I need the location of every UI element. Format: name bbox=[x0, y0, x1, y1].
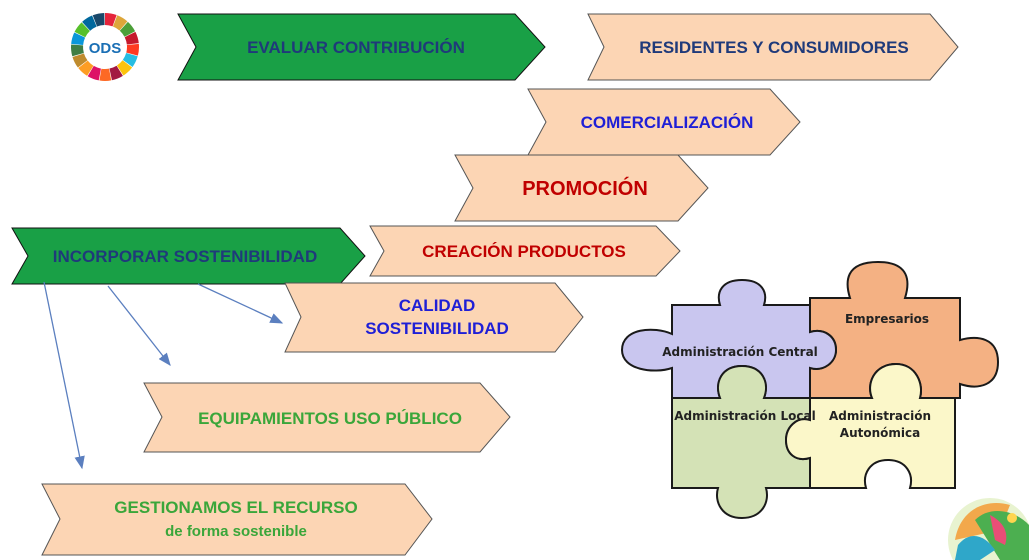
ods-segment bbox=[122, 53, 138, 67]
puzzle-autonomica-label-line1: Administración bbox=[829, 409, 931, 423]
decorative-emblem bbox=[948, 498, 1029, 560]
ods-segment bbox=[99, 68, 112, 81]
ods-logo-label: ODS bbox=[89, 40, 122, 57]
creacion-label: CREACIÓN PRODUCTOS bbox=[422, 242, 626, 261]
puzzle-piece-autonomica bbox=[784, 362, 956, 489]
connector-to-gestionamos bbox=[43, 281, 85, 470]
calidad-label-line1: CALIDAD bbox=[399, 296, 476, 315]
ods-segment bbox=[78, 60, 94, 76]
connector-to-equipamientos bbox=[107, 285, 171, 367]
ods-segment bbox=[71, 32, 86, 45]
promocion-label: PROMOCIÓN bbox=[522, 176, 648, 200]
ods-segment bbox=[87, 65, 101, 81]
puzzle-empresarios-label: Empresarios bbox=[845, 312, 929, 326]
puzzle-autonomica-label-line2: Autonómica bbox=[840, 426, 920, 440]
puzzle-central-label: Administración Central bbox=[662, 345, 818, 359]
incorporar-arrow: INCORPORAR SOSTENIBILIDAD bbox=[11, 227, 366, 285]
residentes-label: RESIDENTES Y CONSUMIDORES bbox=[639, 38, 909, 57]
ods-segment bbox=[71, 44, 84, 57]
ods-segment bbox=[82, 15, 97, 31]
ods-segment bbox=[116, 60, 133, 76]
incorporar-label: INCORPORAR SOSTENIBILIDAD bbox=[53, 247, 317, 266]
comercializacion-arrow: COMERCIALIZACIÓN bbox=[527, 88, 801, 156]
ods-segment bbox=[105, 13, 117, 27]
equipamientos-arrow: EQUIPAMIENTOS USO PÚBLICO bbox=[143, 382, 511, 453]
connector-to-calidad bbox=[197, 283, 284, 324]
ods-segment bbox=[112, 15, 128, 31]
comercializacion-label: COMERCIALIZACIÓN bbox=[581, 113, 754, 132]
ods-segment bbox=[109, 65, 123, 81]
evaluar-label: EVALUAR CONTRIBUCIÓN bbox=[247, 38, 465, 57]
gestionamos-label-line1: GESTIONAMOS EL RECURSO bbox=[114, 498, 357, 517]
evaluar-arrow: EVALUAR CONTRIBUCIÓN bbox=[177, 13, 546, 81]
gestionamos-label-line2: de forma sostenible bbox=[165, 523, 307, 540]
calidad-label-line2: SOSTENIBILIDAD bbox=[365, 319, 509, 338]
equipamientos-label: EQUIPAMIENTOS USO PÚBLICO bbox=[198, 409, 462, 428]
calidad-arrow: CALIDAD SOSTENIBILIDAD bbox=[284, 282, 584, 353]
connectors bbox=[43, 281, 284, 470]
ods-segment bbox=[74, 22, 90, 38]
creacion-arrow: CREACIÓN PRODUCTOS bbox=[369, 225, 681, 277]
puzzle-graphic: Empresarios Administración Central Admin… bbox=[620, 260, 1000, 520]
ods-segment bbox=[72, 53, 88, 68]
promocion-arrow: PROMOCIÓN bbox=[454, 154, 709, 222]
ods-segment bbox=[126, 43, 139, 56]
residentes-arrow: RESIDENTES Y CONSUMIDORES bbox=[587, 13, 959, 81]
puzzle-local-label: Administración Local bbox=[674, 409, 815, 423]
ods-logo: ODS bbox=[71, 13, 139, 81]
ods-segment bbox=[119, 21, 136, 37]
ods-segment bbox=[92, 13, 105, 27]
ods-segment bbox=[124, 31, 139, 45]
gestionamos-arrow: GESTIONAMOS EL RECURSO de forma sostenib… bbox=[41, 483, 433, 556]
